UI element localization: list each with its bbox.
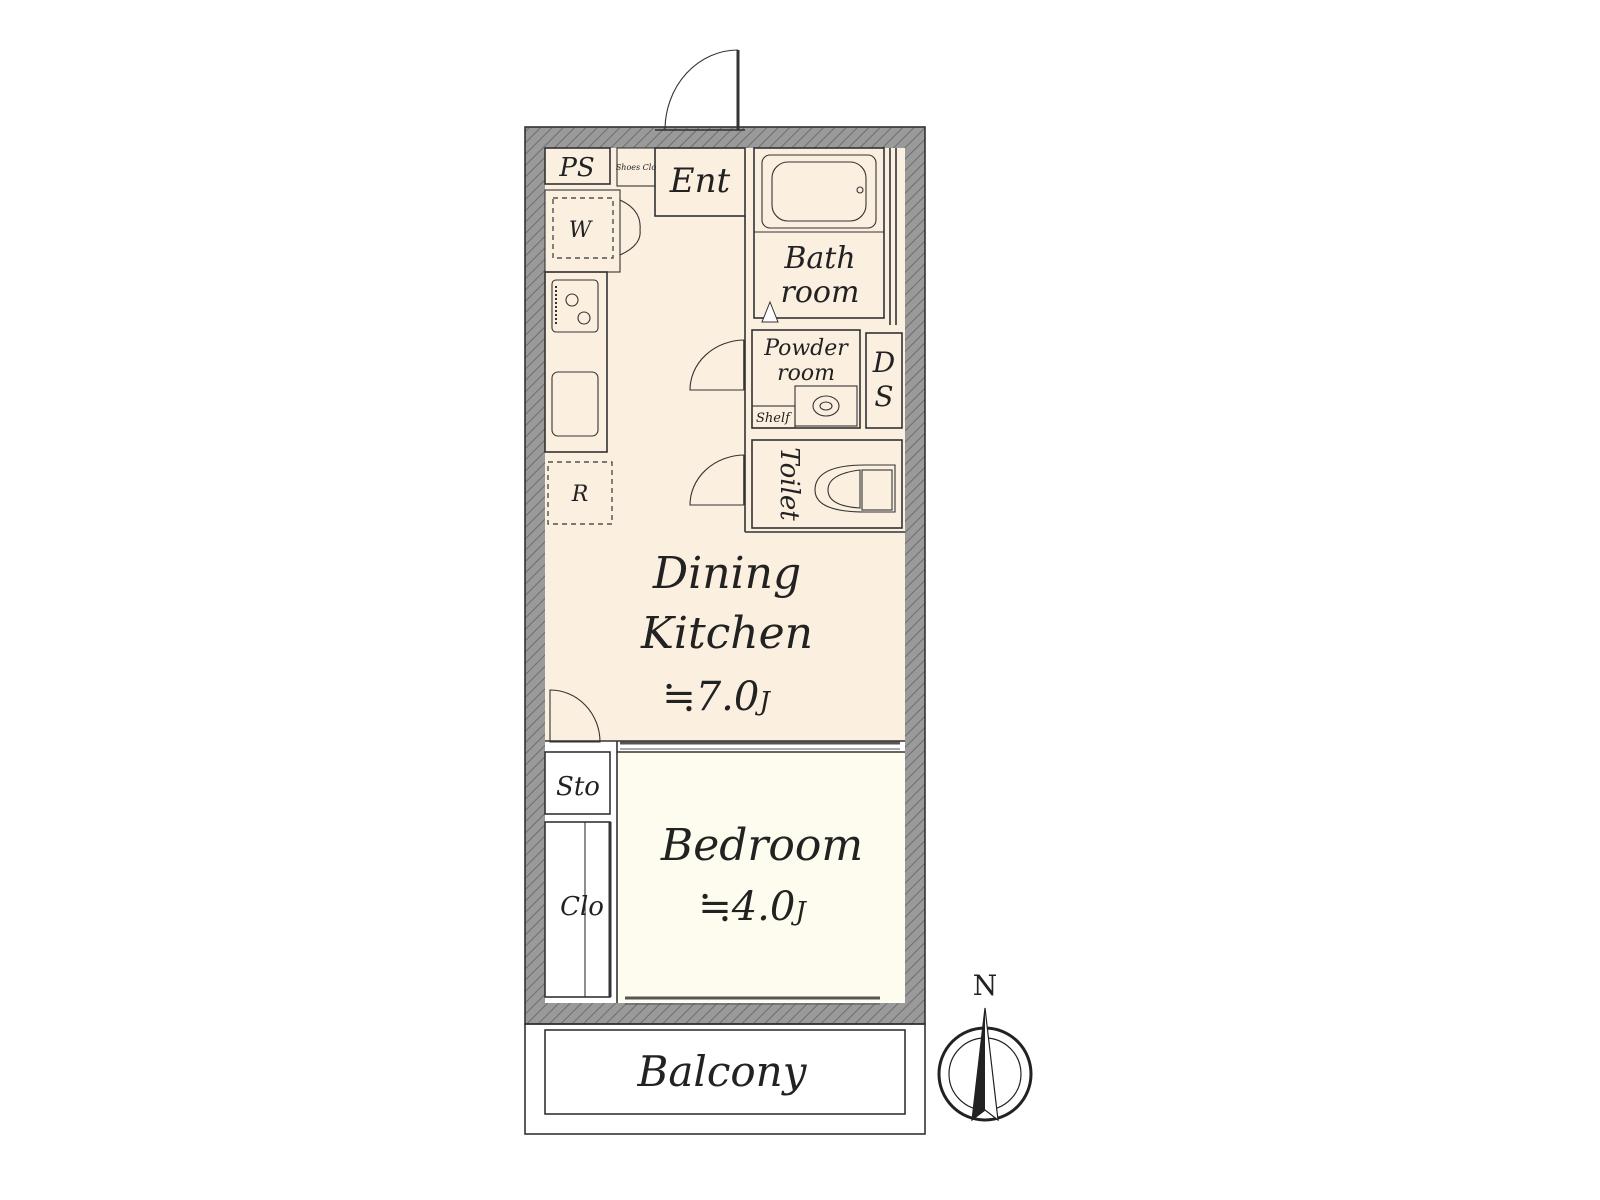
duct-space-label-d: D	[872, 346, 895, 379]
powder-room-label-1: Powder	[763, 336, 849, 361]
bedroom-label: Bedroom	[660, 820, 863, 871]
toilet-room	[751, 439, 903, 529]
sink-icon	[551, 371, 599, 437]
toilet-label: Toilet	[774, 447, 804, 521]
powder-room-label-2: room	[777, 361, 835, 386]
ps-label: PS	[558, 153, 594, 183]
washer-label: W	[569, 218, 594, 243]
bedroom-area: ≒4.0J	[698, 884, 807, 930]
storage-box	[544, 751, 611, 815]
powder-room	[751, 329, 861, 429]
refrigerator-space	[547, 461, 613, 525]
powder-room-door[interactable]	[689, 339, 745, 391]
shoes-closet	[616, 147, 656, 187]
entrance-label: Ent	[669, 161, 731, 201]
dining-kitchen-area: ≒7.0J	[662, 674, 771, 720]
bedroom-sliding-door[interactable]	[620, 741, 900, 750]
bathroom-label-1: Bath	[783, 241, 855, 276]
shelf-box	[751, 405, 796, 429]
duct-space	[865, 332, 903, 429]
bathroom-label-2: room	[781, 275, 860, 310]
bath-door-marker	[761, 300, 779, 323]
toilet-door[interactable]	[689, 454, 745, 506]
closet	[544, 821, 612, 998]
kitchen-counter	[544, 271, 608, 453]
storage-label: Sto	[556, 772, 600, 802]
entrance-door[interactable]	[655, 49, 745, 131]
bathroom	[753, 147, 897, 325]
balcony	[524, 1023, 926, 1135]
dining-kitchen-label-2: Kitchen	[640, 608, 813, 659]
dining-kitchen-floor	[545, 148, 905, 741]
balcony-label: Balcony	[637, 1047, 808, 1096]
shoes-closet-label: Shoes Clo	[616, 163, 657, 172]
refrigerator-label: R	[571, 482, 589, 507]
closet-label: Clo	[560, 892, 604, 922]
duct-space-label-s: S	[874, 380, 893, 413]
toilet-icon	[814, 464, 896, 513]
bedroom-floor	[617, 752, 905, 1002]
dining-kitchen-label-1: Dining	[652, 548, 801, 599]
compass	[937, 1007, 1033, 1122]
bathtub-icon	[761, 154, 877, 229]
ps-box	[544, 147, 611, 185]
shelf-label: Shelf	[756, 411, 792, 426]
balcony-window[interactable]	[625, 996, 880, 1005]
stove-icon	[551, 279, 599, 333]
compass-north-label: N	[973, 969, 998, 1002]
storage-door[interactable]	[549, 689, 601, 743]
